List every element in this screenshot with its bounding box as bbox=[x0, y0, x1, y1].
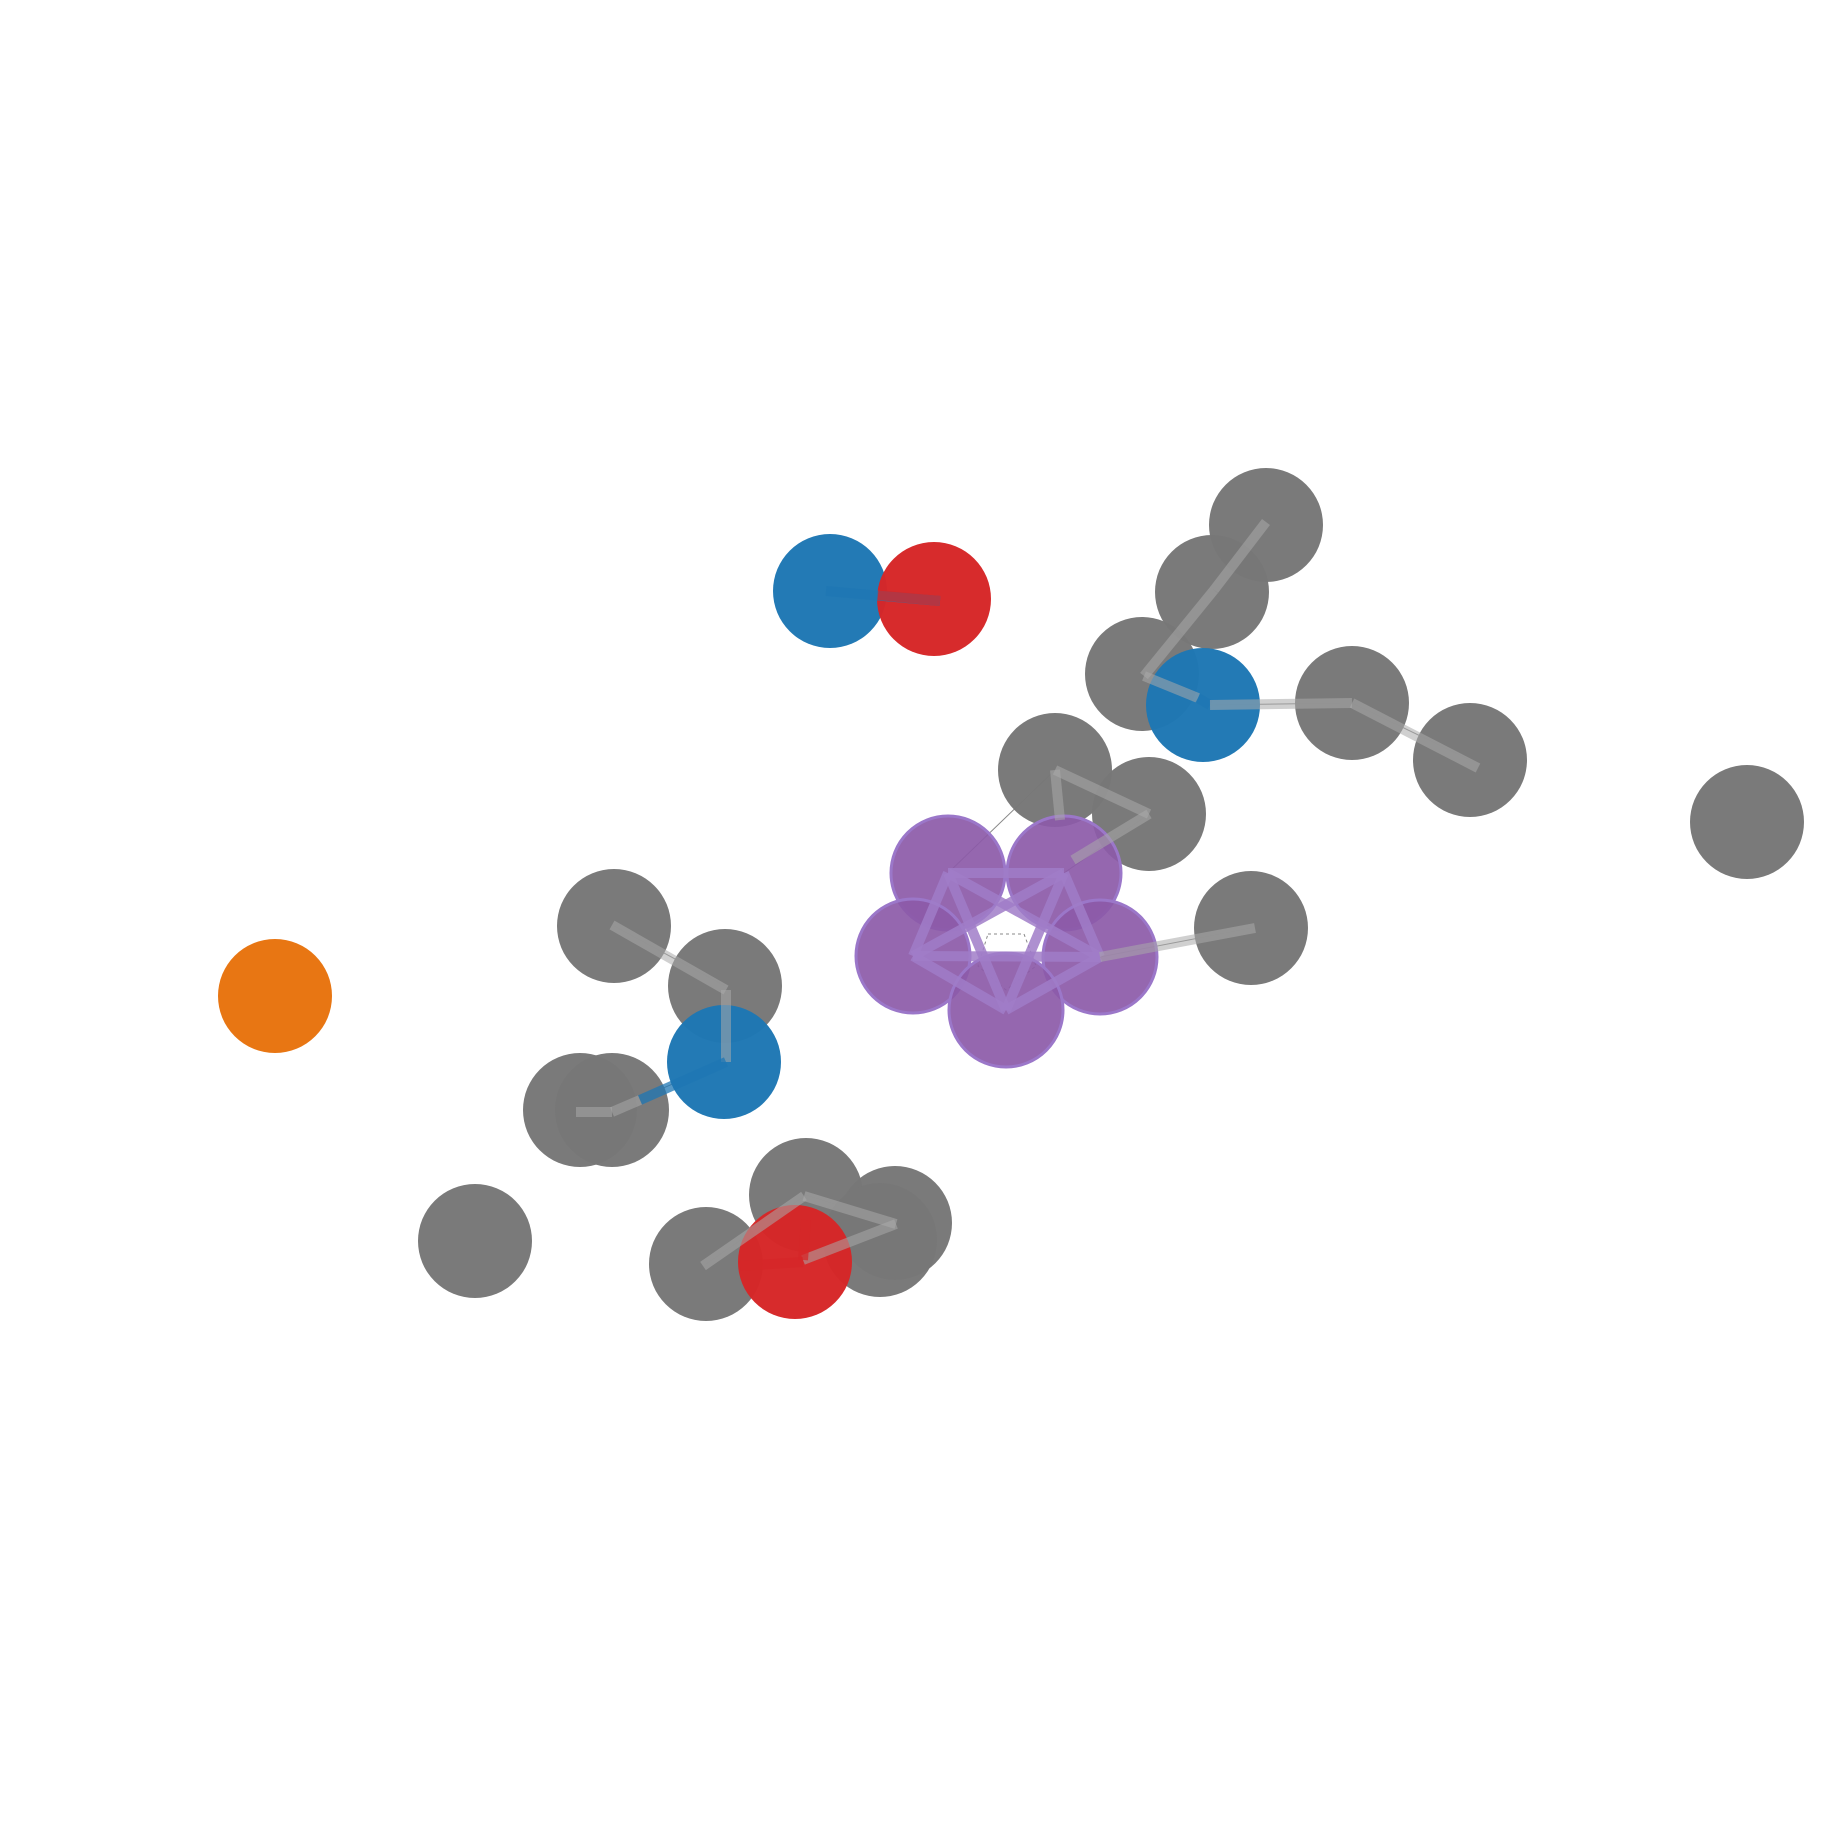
ring-bond bbox=[945, 868, 1103, 962]
ring-bond bbox=[910, 951, 1009, 1015]
bond bbox=[802, 1191, 898, 1229]
ring-bond bbox=[908, 871, 953, 958]
other-atom bbox=[218, 939, 332, 1053]
atoms-layer bbox=[218, 468, 1804, 1321]
ring-bond bbox=[910, 868, 1067, 961]
bond bbox=[700, 1191, 807, 1271]
bond bbox=[1349, 698, 1481, 773]
bond bbox=[798, 1219, 811, 1261]
bond bbox=[1050, 769, 1065, 821]
carbon-atom bbox=[1690, 765, 1804, 879]
ring-bond bbox=[1059, 871, 1105, 959]
bond bbox=[1070, 809, 1152, 865]
bond bbox=[1052, 765, 1152, 819]
bond bbox=[1210, 518, 1270, 594]
bond bbox=[739, 1257, 804, 1271]
ring-bond bbox=[943, 871, 1011, 1012]
bond bbox=[1099, 923, 1256, 962]
ring-bond bbox=[1003, 952, 1103, 1015]
bond bbox=[801, 1219, 898, 1265]
carbon-atom bbox=[418, 1184, 532, 1298]
bond bbox=[610, 1095, 642, 1117]
ring-bond bbox=[1001, 871, 1069, 1012]
ring-bond bbox=[912, 951, 1101, 962]
bond bbox=[609, 920, 729, 995]
thick-bonds-layer bbox=[576, 518, 1481, 1271]
bond bbox=[877, 590, 941, 606]
bond bbox=[1140, 586, 1218, 680]
bond bbox=[1195, 693, 1213, 710]
bond bbox=[637, 1057, 729, 1105]
bond bbox=[1142, 671, 1200, 703]
bond bbox=[1209, 698, 1353, 710]
